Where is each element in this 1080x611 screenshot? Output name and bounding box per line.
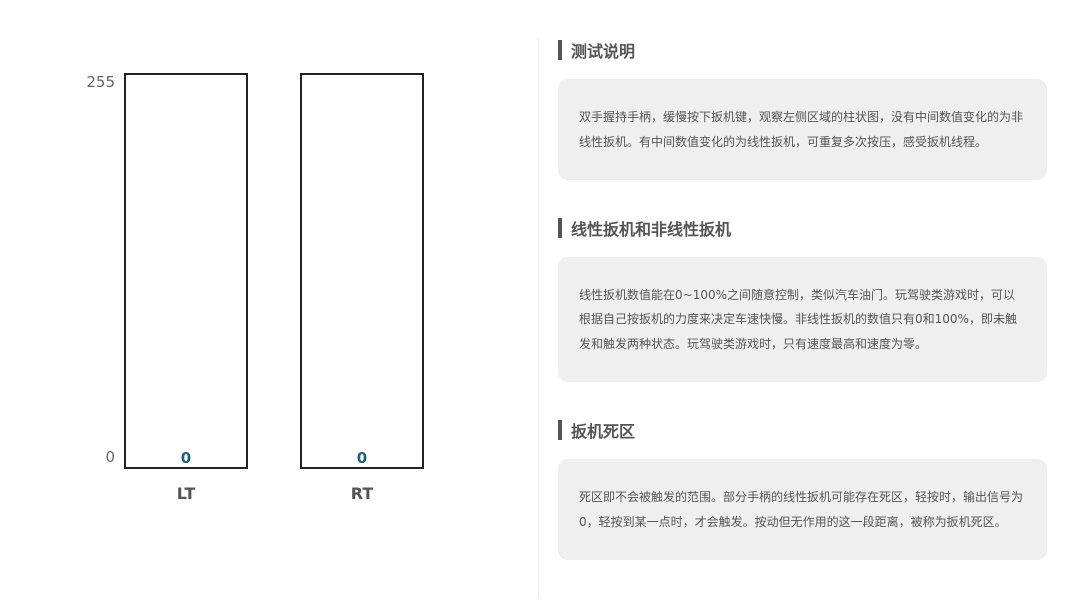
bar-value-rt: 0 [356, 449, 368, 467]
card-linear-vs-nonlinear: 线性扳机数值能在0~100%之间随意控制，类似汽车油门。玩驾驶类游戏时，可以根据… [558, 257, 1047, 382]
card-text: 死区即不会被触发的范围。部分手柄的线性扳机可能存在死区，轻按时，输出信号为0，轻… [579, 490, 1024, 529]
bar-lt: 0 [124, 73, 248, 469]
heading-accent-bar [558, 420, 562, 440]
bar-label-rt: RT [350, 484, 374, 503]
heading-text: 测试说明 [571, 42, 636, 61]
section-heading-test-instructions: 测试说明 [558, 39, 635, 61]
card-deadzone: 死区即不会被触发的范围。部分手柄的线性扳机可能存在死区，轻按时，输出信号为0，轻… [558, 459, 1047, 560]
card-text: 线性扳机数值能在0~100%之间随意控制，类似汽车油门。玩驾驶类游戏时，可以根据… [579, 287, 1017, 351]
bar-label-lt: LT [176, 484, 196, 503]
section-heading-deadzone: 扳机死区 [558, 419, 635, 441]
card-text: 双手握持手柄，缓慢按下扳机键，观察左侧区域的柱状图，没有中间数值变化的为非线性扳… [579, 110, 1024, 149]
heading-text: 线性扳机和非线性扳机 [571, 220, 732, 239]
card-test-instructions: 双手握持手柄，缓慢按下扳机键，观察左侧区域的柱状图，没有中间数值变化的为非线性扳… [558, 79, 1047, 180]
y-tick-max: 255 [86, 73, 115, 91]
section-heading-linear-vs-nonlinear: 线性扳机和非线性扳机 [558, 217, 731, 239]
bar-rt: 0 [300, 73, 424, 469]
y-tick-min: 0 [105, 448, 115, 466]
bar-value-lt: 0 [180, 449, 192, 467]
divider [538, 38, 539, 598]
heading-accent-bar [558, 218, 562, 238]
heading-text: 扳机死区 [571, 422, 636, 441]
heading-accent-bar [558, 40, 562, 60]
